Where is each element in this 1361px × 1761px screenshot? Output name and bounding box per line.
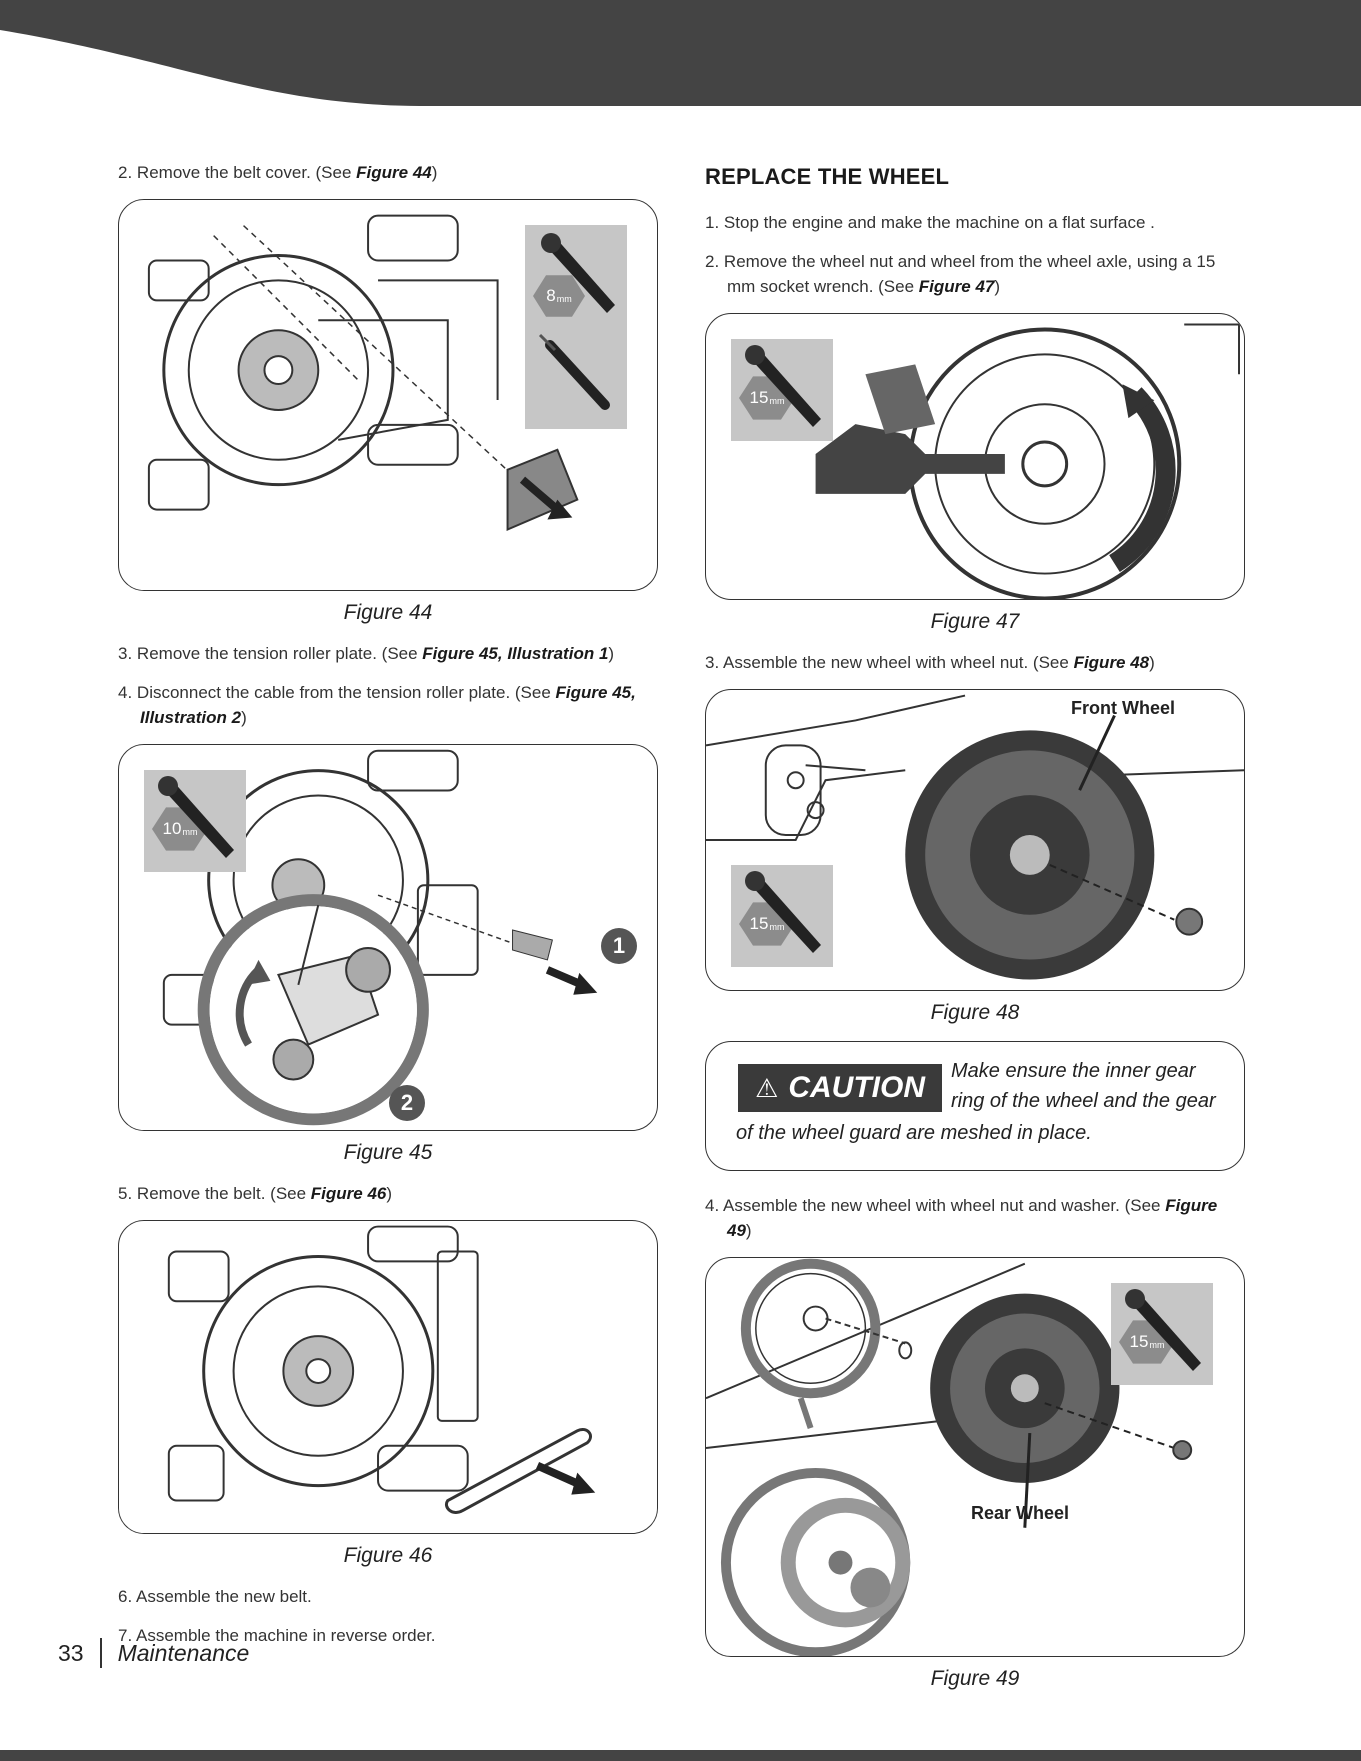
caution-line-2: ring of the wheel and the gear — [951, 1090, 1216, 1112]
warning-triangle-icon: ⚠ — [755, 1072, 779, 1103]
caution-box: ⚠ CAUTION Make ensure the inner gear rin… — [705, 1041, 1245, 1171]
figure-48-caption: Figure 48 — [930, 1001, 1020, 1024]
figure-46-illustration — [118, 1220, 658, 1534]
step-2-remove-belt-cover: 2. Remove the belt cover. (See Figure 44… — [118, 163, 438, 182]
left-column: 2. Remove the belt cover. (See Figure 44… — [118, 160, 658, 1662]
figure-49-caption: Figure 49 — [930, 1667, 1020, 1690]
caution-line-1: Make ensure the inner gear — [951, 1060, 1196, 1082]
belt-removal-drawing — [167, 1225, 596, 1514]
step-1-stop-engine: 1. Stop the engine and make the machine … — [705, 213, 1155, 232]
step-2-remove-wheel-nut: 2. Remove the wheel nut and wheel from t… — [705, 252, 1216, 296]
front-wheel-drawing — [706, 694, 1244, 980]
caution-line-3: of the wheel guard are meshed in place. — [736, 1122, 1092, 1144]
front-wheel-label: Front Wheel — [1071, 698, 1175, 718]
step-7-reassemble: 7. Assemble the machine in reverse order… — [118, 1626, 436, 1645]
step-3-assemble-wheel: 3. Assemble the new wheel with wheel nut… — [705, 653, 1155, 672]
tension-roller-drawing — [162, 749, 598, 1126]
step-6-assemble-belt: 6. Assemble the new belt. — [118, 1587, 312, 1606]
callout-1: 1 — [601, 928, 637, 964]
rear-wheel-label: Rear Wheel — [971, 1503, 1070, 1523]
figure-45-caption: Figure 45 — [343, 1141, 433, 1164]
wrench-and-screwdriver-icon — [538, 233, 615, 410]
step-4-assemble-rear-wheel: 4. Assemble the new wheel with wheel nut… — [705, 1196, 1218, 1240]
figure-44-caption: Figure 44 — [343, 601, 433, 624]
socket-wrench-icon — [745, 345, 821, 427]
mower-belt-cover-drawing — [147, 214, 579, 532]
bottom-bar — [0, 1750, 1361, 1761]
step-5-remove-belt: 5. Remove the belt. (See Figure 46) — [118, 1184, 393, 1203]
step-4-disconnect-cable: 4. Disconnect the cable from the tension… — [118, 683, 636, 727]
callout-2: 2 — [389, 1085, 425, 1121]
right-column: REPLACE THE WHEEL 1. Stop the engine and… — [705, 160, 1245, 1707]
page-footer: 33 Maintenance — [58, 1638, 249, 1668]
figure-47-caption: Figure 47 — [930, 610, 1020, 633]
page-number: 33 — [58, 1639, 84, 1666]
footer-divider — [99, 1638, 102, 1668]
caution-badge: ⚠ CAUTION — [738, 1064, 942, 1112]
socket-wrench-icon — [745, 871, 821, 953]
section-title: REPLACE THE WHEEL — [705, 164, 950, 189]
rear-wheel-drawing — [706, 1258, 1193, 1656]
header-band — [0, 0, 1361, 106]
socket-wrench-icon — [158, 776, 234, 858]
wheel-removal-drawing — [815, 323, 1241, 599]
step-3-remove-tension-plate: 3. Remove the tension roller plate. (See… — [118, 644, 615, 663]
figure-46-caption: Figure 46 — [343, 1544, 433, 1567]
footer-section: Maintenance — [117, 1639, 250, 1666]
socket-wrench-icon — [1125, 1289, 1201, 1371]
